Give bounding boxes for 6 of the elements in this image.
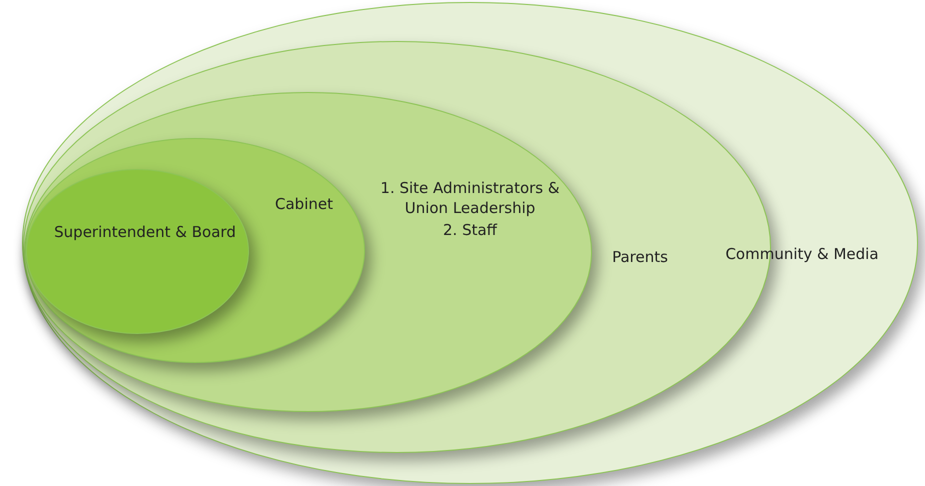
- ellipse-label: 1. Site Administrators & Union Leadership: [379, 178, 561, 218]
- ellipse-label: Community & Media: [725, 244, 879, 264]
- ellipse-label: Parents: [612, 247, 668, 267]
- ellipse-label: Superintendent & Board: [54, 222, 236, 242]
- ellipse-label: Cabinet: [275, 194, 333, 214]
- ellipse-label: 2. Staff: [443, 220, 497, 240]
